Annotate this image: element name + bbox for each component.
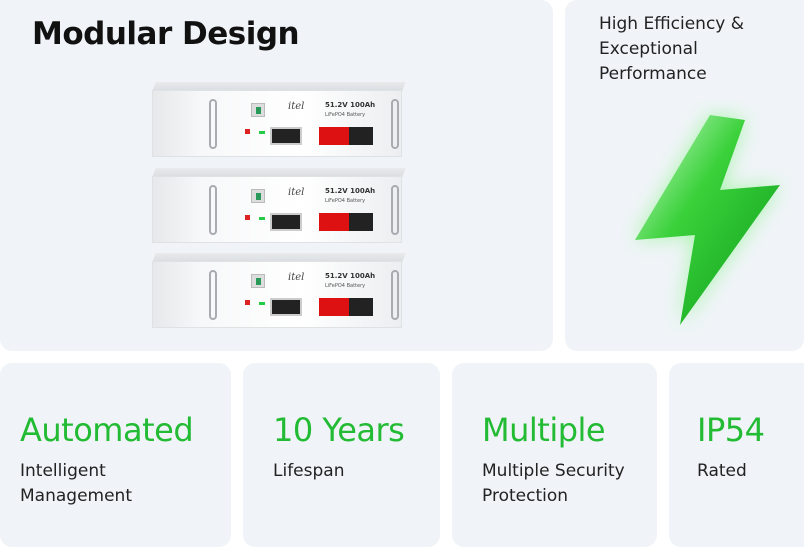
- battery-rating: 51.2V 100Ah: [325, 187, 376, 195]
- stat-value: Automated: [20, 411, 194, 449]
- brand-logo: itel: [288, 272, 305, 283]
- stat-label: Rated: [697, 461, 747, 481]
- battery-unit: itel 51.2V 100Ah LiFePO4 Battery: [152, 168, 406, 243]
- handle: [209, 99, 217, 149]
- brand-logo: itel: [288, 187, 305, 198]
- efficiency-card: High Efficiency & Exceptional Performanc…: [565, 0, 804, 351]
- lightning-bolt-icon: [635, 115, 780, 325]
- handle: [391, 99, 399, 149]
- battery-chemistry: LiFePO4 Battery: [325, 198, 366, 204]
- stat-card-lifespan: 10 Years Lifespan: [243, 363, 440, 547]
- battery-rating: 51.2V 100Ah: [325, 272, 376, 280]
- battery-unit: itel 51.2V 100Ah LiFePO4 Battery: [152, 253, 406, 328]
- stat-label: Lifespan: [273, 461, 345, 481]
- battery-chemistry: LiFePO4 Battery: [325, 283, 366, 289]
- handle: [209, 185, 217, 235]
- stat-value: IP54: [697, 411, 765, 449]
- stat-card-ip54: IP54 Rated: [669, 363, 804, 547]
- handle: [391, 185, 399, 235]
- battery-chemistry: LiFePO4 Battery: [325, 112, 366, 118]
- stat-value: 10 Years: [273, 411, 405, 449]
- stat-card-automated: Automated Intelligent Management: [0, 363, 231, 547]
- stat-label: Intelligent Management: [20, 461, 132, 506]
- battery-rating: 51.2V 100Ah: [325, 101, 376, 109]
- handle: [391, 270, 399, 320]
- brand-logo: itel: [288, 101, 305, 112]
- stat-value: Multiple: [482, 411, 606, 449]
- efficiency-text: High Efficiency & Exceptional Performanc…: [599, 14, 745, 84]
- handle: [209, 270, 217, 320]
- stat-label: Multiple Security Protection: [482, 461, 625, 506]
- card-title: Modular Design: [32, 16, 300, 52]
- stat-card-security: Multiple Multiple Security Protection: [452, 363, 657, 547]
- battery-unit: itel 51.2V 100Ah LiFePO4 Battery: [152, 82, 406, 157]
- modular-design-card: Modular Design itel 51.2V 100Ah LiFePO4 …: [0, 0, 553, 351]
